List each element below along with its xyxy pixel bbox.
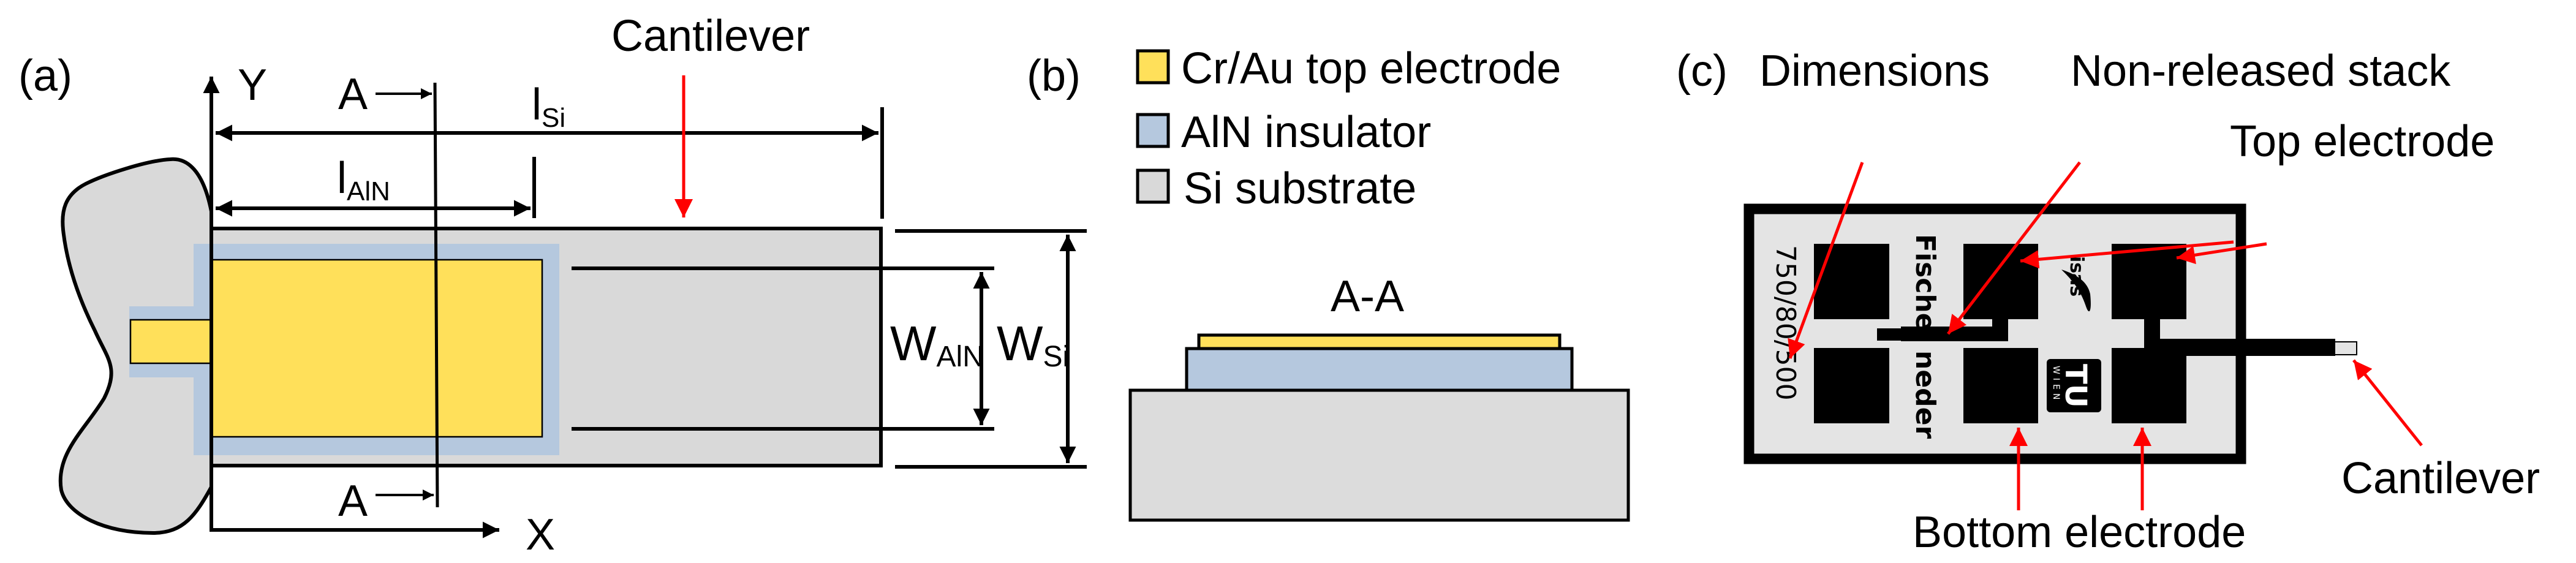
cross-section-aln xyxy=(1185,347,1574,392)
dim-l-aln-label: lAlN xyxy=(337,154,390,206)
dim-l-si-label: lSi xyxy=(532,80,565,133)
pad-top-right xyxy=(2112,244,2186,319)
panel-c-label: (c) xyxy=(1676,47,1728,96)
x-axis-label: X xyxy=(526,510,555,559)
legend-label-si: Si substrate xyxy=(1184,164,1416,213)
callout-cantilever-c: Cantilever xyxy=(2341,454,2540,503)
section-line xyxy=(433,82,439,508)
panel-a: (a) Y X A A lSi lAlN xyxy=(18,12,1087,559)
legend-label-aln: AlN insulator xyxy=(1181,108,1431,157)
cross-section-si xyxy=(1128,388,1630,522)
callout-arrow-top-electrode-2 xyxy=(2176,242,2267,265)
section-mark-top: A xyxy=(338,70,368,119)
legend: Cr/Au top electrode AlN insulator Si sub… xyxy=(1136,44,1561,213)
callout-arrow-top-electrode-1 xyxy=(2020,240,2234,269)
section-mark-bottom: A xyxy=(338,477,368,526)
y-axis-label: Y xyxy=(238,61,267,110)
dim-w-aln-label: WAlN xyxy=(890,316,984,373)
callout-cantilever-a: Cantilever xyxy=(611,12,810,61)
callout-arrow-non-released-stack xyxy=(1947,161,2081,335)
isas-logo: isas xyxy=(2061,256,2091,312)
wien-logo-text: WIEN xyxy=(2051,366,2061,403)
section-title: A-A xyxy=(1331,272,1404,321)
non-released-stack xyxy=(1877,328,1902,341)
chip-author-bottom: neder xyxy=(1909,350,1941,439)
chip-dimensions-code: 750/80/500 xyxy=(1770,245,1801,401)
panel-b-label: (b) xyxy=(1027,51,1081,100)
callout-bottom-electrode: Bottom electrode xyxy=(1913,508,2246,557)
wire-right-riser xyxy=(2144,316,2160,340)
pad-bottom-middle xyxy=(1963,348,2038,423)
cantilever-tip xyxy=(2334,341,2357,355)
legend-swatch-si xyxy=(1136,168,1170,204)
legend-label-gold: Cr/Au top electrode xyxy=(1181,44,1561,93)
tu-logo-text: TU xyxy=(2058,364,2093,408)
pad-top-middle xyxy=(1963,244,2038,319)
callout-arrow-dimensions xyxy=(1788,162,1864,359)
chip-author-top: Fische xyxy=(1909,234,1941,331)
gold-electrode xyxy=(210,259,543,438)
callout-arrow-cantilever-c xyxy=(2352,359,2423,447)
panel-b: (b) Cr/Au top electrode AlN insulator Si… xyxy=(1027,44,1630,522)
gold-stub xyxy=(129,319,213,365)
legend-swatch-gold xyxy=(1136,49,1170,85)
legend-swatch-aln xyxy=(1136,113,1170,148)
pad-bottom-right xyxy=(2112,348,2186,423)
callout-top-electrode: Top electrode xyxy=(2230,117,2495,166)
wire-left-riser xyxy=(1992,316,2008,334)
cantilever-beam xyxy=(2144,339,2335,356)
pad-bottom-left xyxy=(1814,348,1889,423)
callout-non-released-stack: Non-released stack xyxy=(2071,47,2451,96)
tu-wien-logo: TU WIEN xyxy=(2047,359,2101,412)
isas-logo-text: isas xyxy=(2066,256,2087,297)
panel-c: (c) Dimensions Non-released stack Top el… xyxy=(1676,47,2540,557)
pad-top-left xyxy=(1814,244,1889,319)
cross-section-gold xyxy=(1197,333,1562,350)
panel-a-label: (a) xyxy=(18,51,72,100)
dim-w-si-label: WSi xyxy=(997,316,1069,373)
callout-dimensions: Dimensions xyxy=(1759,47,1990,96)
